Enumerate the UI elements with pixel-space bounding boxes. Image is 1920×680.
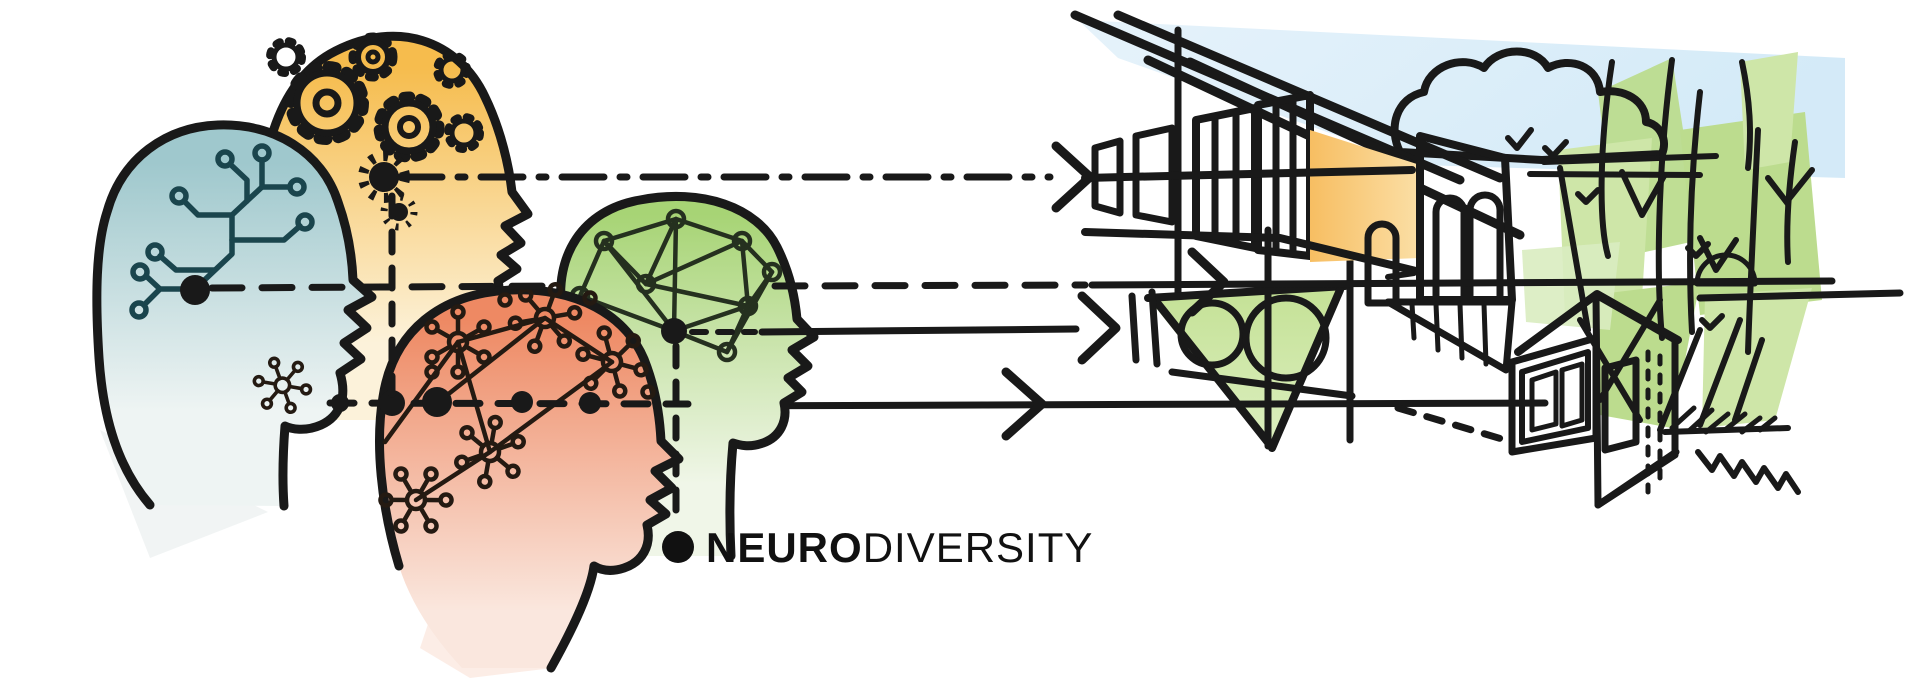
guide-node — [331, 394, 349, 412]
bullet-dot-icon — [662, 531, 694, 563]
circuit-guide-line — [208, 247, 1229, 317]
arched-teal-pavilion — [1364, 132, 1516, 374]
pavilion-skirt — [1384, 298, 1516, 374]
arrowhead-icon — [1077, 291, 1121, 365]
gear — [285, 61, 369, 145]
circuit-board-icon — [132, 146, 312, 317]
gears-guide-line — [396, 141, 1095, 213]
guide-node — [379, 390, 405, 416]
guide-node — [579, 392, 601, 414]
gear — [444, 113, 484, 153]
cottage-gable-window — [1601, 356, 1640, 454]
graph-guide-line — [758, 288, 1161, 368]
graph-hub-node — [661, 318, 687, 344]
arrowhead-icon — [1187, 247, 1229, 317]
label-bold-part: NEURO — [706, 524, 863, 571]
guide-node — [422, 387, 452, 417]
clouds — [1390, 47, 1668, 164]
circuit-head — [92, 120, 377, 511]
gear — [348, 32, 398, 82]
grass-strokes — [1662, 405, 1791, 435]
gears-icon — [266, 32, 484, 231]
guide-lines — [208, 141, 1229, 528]
gear — [266, 37, 306, 77]
neurodiversity-label: NEURODIVERSITY — [662, 524, 1093, 571]
label-light-part: DIVERSITY — [863, 524, 1094, 571]
scene-architecture-landscape — [693, 10, 1904, 509]
gear — [373, 91, 445, 163]
tree-branches — [1557, 57, 1815, 433]
red-cottage — [1394, 290, 1682, 509]
zigzag-path — [1695, 449, 1801, 495]
circuit-origin-node — [180, 275, 210, 305]
guide-node — [511, 391, 533, 413]
arrowhead-icon — [1001, 367, 1047, 441]
molecule-network-icon — [247, 274, 656, 547]
teal-doorway — [1364, 220, 1400, 307]
cottage-approach-dashes — [1394, 404, 1516, 446]
round-hedges — [1144, 226, 1349, 452]
label-text: NEURODIVERSITY — [706, 524, 1093, 571]
arrowhead-icon — [1051, 141, 1095, 213]
hedge-circle — [1242, 294, 1330, 382]
molecule-guide-line — [326, 367, 1047, 441]
gear — [433, 51, 471, 89]
